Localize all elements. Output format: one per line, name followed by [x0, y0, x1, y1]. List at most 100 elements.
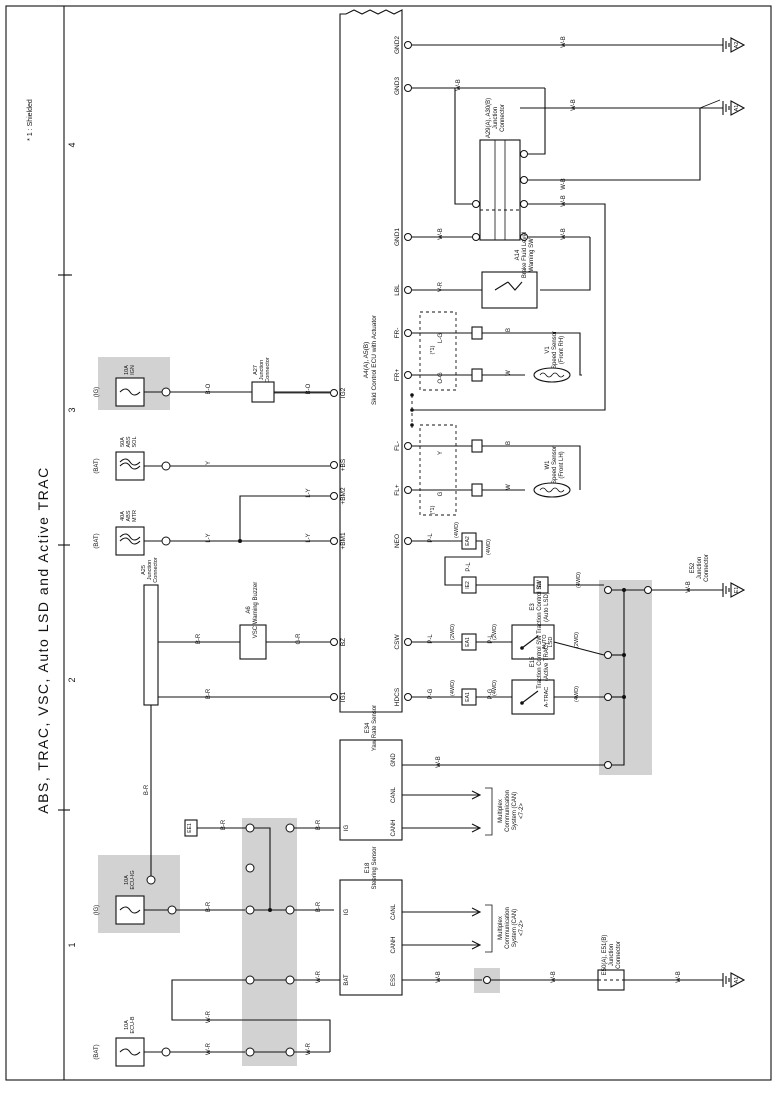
svg-text:(2WD): (2WD) — [492, 624, 498, 640]
svg-text:EE1: EE1 — [187, 823, 193, 833]
svg-text:NEO: NEO — [394, 534, 401, 548]
svg-text:W-R: W-R — [206, 1042, 212, 1055]
svg-text:GND1: GND1 — [394, 228, 401, 246]
svg-text:B-R: B-R — [206, 901, 212, 912]
steering-sensor — [339, 879, 403, 996]
svg-text:A2: A2 — [734, 42, 740, 49]
svg-text:(IG): (IG) — [94, 387, 100, 397]
svg-text:CSW: CSW — [394, 634, 401, 650]
diagram-title: ABS, TRAC, VSC, Auto LSD and Active TRAC — [35, 466, 51, 813]
svg-text:W-B: W-B — [456, 79, 462, 91]
svg-text:(4WD): (4WD) — [486, 539, 492, 555]
junction-connector-a29 — [479, 139, 521, 241]
ecu-left-pins: GND2 GND3 GND1 LBL FR- FR+ FL- FL+ NEO C… — [394, 36, 412, 706]
svg-text:IE2: IE2 — [465, 581, 471, 589]
svg-text:(4WD): (4WD) — [450, 680, 456, 696]
svg-text:BAT: BAT — [344, 974, 350, 986]
svg-text:IG: IG — [344, 909, 350, 916]
svg-text:O-G: O-G — [438, 372, 444, 384]
svg-text:MultiplexCommunicationSystem (: MultiplexCommunicationSystem (CAN)<7-2> — [498, 790, 525, 832]
svg-text:10AIGN: 10AIGN — [124, 365, 136, 375]
e3-label: E3Traction Control SW(Auto LSD) — [530, 580, 550, 634]
svg-text:B-R: B-R — [196, 633, 202, 644]
svg-text:E1: E1 — [734, 587, 740, 594]
svg-text:B-R: B-R — [144, 784, 150, 795]
svg-text:B: B — [506, 328, 512, 332]
brake-fluid-switch — [481, 271, 538, 309]
a27-label: A27JunctionConnector — [253, 357, 271, 383]
svg-text:L-Y: L-Y — [206, 533, 212, 542]
frame — [5, 5, 772, 1081]
svg-text:W-B: W-B — [561, 195, 567, 207]
svg-text:W-B: W-B — [561, 228, 567, 240]
ground-a1 — [722, 101, 730, 115]
svg-text:LBL: LBL — [394, 284, 401, 296]
v1-label: V1Speed Sensor(Front RH) — [545, 331, 565, 369]
ground-junction-shade — [599, 580, 652, 775]
svg-text:(*1): (*1) — [430, 505, 436, 514]
svg-text:Y: Y — [206, 461, 212, 465]
e15-label: E15Traction Control SW(Active TRAC) — [530, 635, 550, 689]
svg-text:10AECU-IG: 10AECU-IG — [124, 870, 136, 889]
svg-text:P-L: P-L — [488, 634, 494, 644]
svg-text:(IG): (IG) — [94, 905, 100, 915]
svg-text:W: W — [506, 370, 512, 376]
svg-text:L-Y: L-Y — [306, 488, 312, 497]
svg-text:FL+: FL+ — [394, 484, 401, 496]
svg-text:G-R: G-R — [296, 633, 302, 645]
svg-text:GND3: GND3 — [394, 77, 401, 95]
shield-left — [419, 424, 457, 516]
column-number-3: 3 — [67, 407, 77, 412]
svg-text:L-G: L-G — [438, 333, 444, 343]
svg-text:W-B: W-B — [436, 971, 442, 983]
shield-right — [419, 311, 457, 391]
svg-text:MultiplexCommunicationSystem (: MultiplexCommunicationSystem (CAN)<7-2> — [498, 907, 525, 949]
column-number-2: 2 — [67, 677, 77, 682]
svg-text:(4WD): (4WD) — [574, 686, 580, 702]
svg-text:(4WD): (4WD) — [454, 522, 460, 538]
svg-text:FR+: FR+ — [394, 369, 401, 382]
e52-label: E52JunctionConnector — [690, 554, 710, 582]
svg-text:W-B: W-B — [438, 228, 444, 240]
w1-label: W1Speed Sensor(Front LH) — [545, 446, 565, 484]
svg-text:(*1): (*1) — [430, 345, 436, 354]
svg-text:EA1: EA1 — [465, 637, 471, 647]
svg-text:W-B: W-B — [551, 971, 557, 983]
svg-text:IG: IG — [344, 825, 350, 832]
svg-text:+BM1: +BM1 — [340, 532, 347, 550]
svg-text:40AABSMTR: 40AABSMTR — [120, 510, 138, 522]
svg-text:Y: Y — [438, 451, 444, 455]
svg-text:A1: A1 — [734, 105, 740, 112]
svg-text:FR-: FR- — [394, 328, 401, 339]
svg-text:P-G: P-G — [488, 688, 494, 699]
svg-text:W-R: W-R — [316, 970, 322, 983]
ground-a1-lower — [722, 973, 730, 987]
svg-text:W-B: W-B — [676, 971, 682, 983]
svg-text:W-B: W-B — [436, 756, 442, 768]
svg-text:CANH: CANH — [391, 819, 397, 836]
svg-text:+BS: +BS — [340, 458, 347, 471]
svg-text:(BAT): (BAT) — [94, 533, 100, 548]
svg-text:B-R: B-R — [206, 688, 212, 699]
svg-text:(BAT): (BAT) — [94, 1044, 100, 1059]
e18-label: E18Steering Sensor — [365, 846, 378, 889]
svg-text:G: G — [438, 491, 444, 496]
a6-label: A6VSC Warning Buzzer — [246, 582, 259, 638]
svg-text:W-B: W-B — [686, 581, 692, 593]
ecu-right-pins: IG2 +BS +BM2 +BM1 BZ IG1 — [330, 387, 347, 702]
svg-text:P-L: P-L — [428, 634, 434, 644]
svg-text:+BM2: +BM2 — [340, 487, 347, 505]
svg-text:B-O: B-O — [306, 383, 312, 394]
svg-text:W-R: W-R — [206, 1010, 212, 1023]
svg-text:V-R: V-R — [438, 281, 444, 292]
svg-text:P-G: P-G — [428, 688, 434, 699]
svg-text:(4WD): (4WD) — [492, 680, 498, 696]
svg-text:(2WD): (2WD) — [574, 632, 580, 648]
yaw-rate-sensor — [339, 739, 403, 841]
svg-text:BZ: BZ — [340, 638, 347, 646]
svg-text:IG1: IG1 — [340, 691, 347, 702]
svg-text:A1: A1 — [734, 977, 740, 984]
svg-text:EA1: EA1 — [465, 692, 471, 702]
